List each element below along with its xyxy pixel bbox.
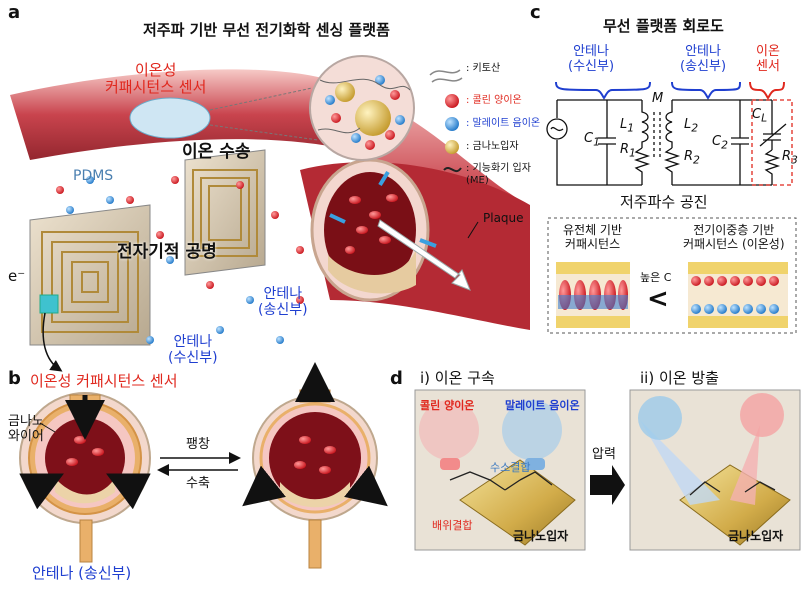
- panel-a-title: 저주파 기반 무선 전기화학 센싱 플랫폼: [143, 21, 390, 39]
- plaque-label: Plaque: [483, 211, 524, 225]
- chitosan-icon: [429, 69, 463, 83]
- cl-label: CL: [752, 107, 768, 125]
- sensor-label: 이온성 커패시턴스 센서: [105, 61, 207, 97]
- circuit-ion-sensor: 이온 센서: [756, 44, 780, 74]
- step2-label: ii) 이온 방출: [640, 369, 719, 387]
- high-c-label: 높은 C: [640, 271, 672, 284]
- choline-cation-icon: [445, 94, 459, 108]
- receiver-coil: [29, 204, 151, 346]
- panel-b-antenna-label: 안테나 (송신부): [32, 564, 132, 582]
- gold-particle-label-2: 금나노입자: [728, 529, 784, 543]
- legend-choline: : 콜린 양이온: [466, 95, 522, 106]
- edl-label: 전기이중층 기반 커패시턴스 (이온성): [683, 223, 785, 251]
- less-than-symbol: <: [647, 284, 669, 314]
- malate-label: 말레이트 음이온: [505, 399, 580, 412]
- resonance-label: 전자기적 공명: [117, 242, 217, 262]
- legend-gold-nanoparticle: : 금나노입자: [466, 141, 519, 152]
- sensor-patch: [129, 97, 211, 139]
- gold-particle-label-1: 금나노입자: [513, 529, 569, 543]
- antenna-rx-label: 안테나 (수신부): [168, 334, 218, 367]
- r2-label: R2: [684, 149, 700, 167]
- panel-c-letter: c: [530, 2, 541, 23]
- c1-label: C1: [584, 131, 600, 149]
- panel-a-art: [10, 55, 530, 372]
- panel-b-sensor-label: 이온성 커패시턴스 센서: [30, 372, 178, 390]
- legend-malate: : 말레이트 음이온: [466, 118, 541, 129]
- panel-c-inset: [547, 217, 797, 334]
- transmitter-coil: [184, 149, 266, 276]
- panel-a-letter: a: [8, 2, 21, 23]
- circuit-tx-antenna: 안테나 (송신부): [680, 44, 727, 74]
- malate-anion-icon: [445, 117, 459, 131]
- dielectric-label: 유전체 기반 커패시턴스: [563, 223, 623, 251]
- legend-chitosan: : 키토산: [466, 63, 501, 74]
- panel-c-title: 무선 플랫폼 회로도: [603, 17, 724, 35]
- connector: [39, 294, 59, 314]
- coordination-label: 배위결합: [432, 519, 473, 532]
- ion-transport-label: 이온 수송: [182, 142, 251, 162]
- l1-label: L1: [620, 117, 635, 135]
- choline-label: 콜린 양이온: [420, 399, 475, 412]
- contract-label: 수축: [186, 476, 210, 491]
- panel-d-art: [414, 389, 801, 551]
- c2-label: C2: [712, 134, 728, 152]
- panel-b-art: [19, 362, 388, 569]
- functional-particle-icon: [443, 167, 462, 173]
- gold-nanowire-label: 금나노 와이어: [8, 414, 44, 444]
- circuit-rx-antenna: 안테나 (수신부): [568, 44, 615, 74]
- expand-label: 팽창: [186, 437, 210, 452]
- pressure-arrow-icon: [590, 465, 625, 505]
- pdms-label: PDMS: [73, 168, 114, 184]
- gold-nanoparticle-icon: [445, 140, 459, 154]
- antenna-tx-label: 안테나 (송신부): [258, 286, 308, 319]
- low-freq-resonance: 저주파수 공진: [620, 193, 708, 211]
- m-label: M: [652, 91, 664, 106]
- l2-label: L2: [684, 117, 699, 135]
- r3-label: R3: [782, 149, 798, 167]
- electron-label: e⁻: [8, 267, 26, 285]
- pressure-label: 압력: [592, 447, 616, 462]
- legend-functional-particle: : 기능화기 입자 (ME): [466, 163, 531, 186]
- panel-b-letter: b: [8, 368, 21, 389]
- hbond-label: 수소결합: [490, 461, 531, 474]
- panel-c-art: [546, 81, 793, 186]
- r1-label: R1: [620, 142, 636, 160]
- step1-label: i) 이온 구속: [420, 369, 495, 387]
- panel-d-letter: d: [390, 368, 403, 389]
